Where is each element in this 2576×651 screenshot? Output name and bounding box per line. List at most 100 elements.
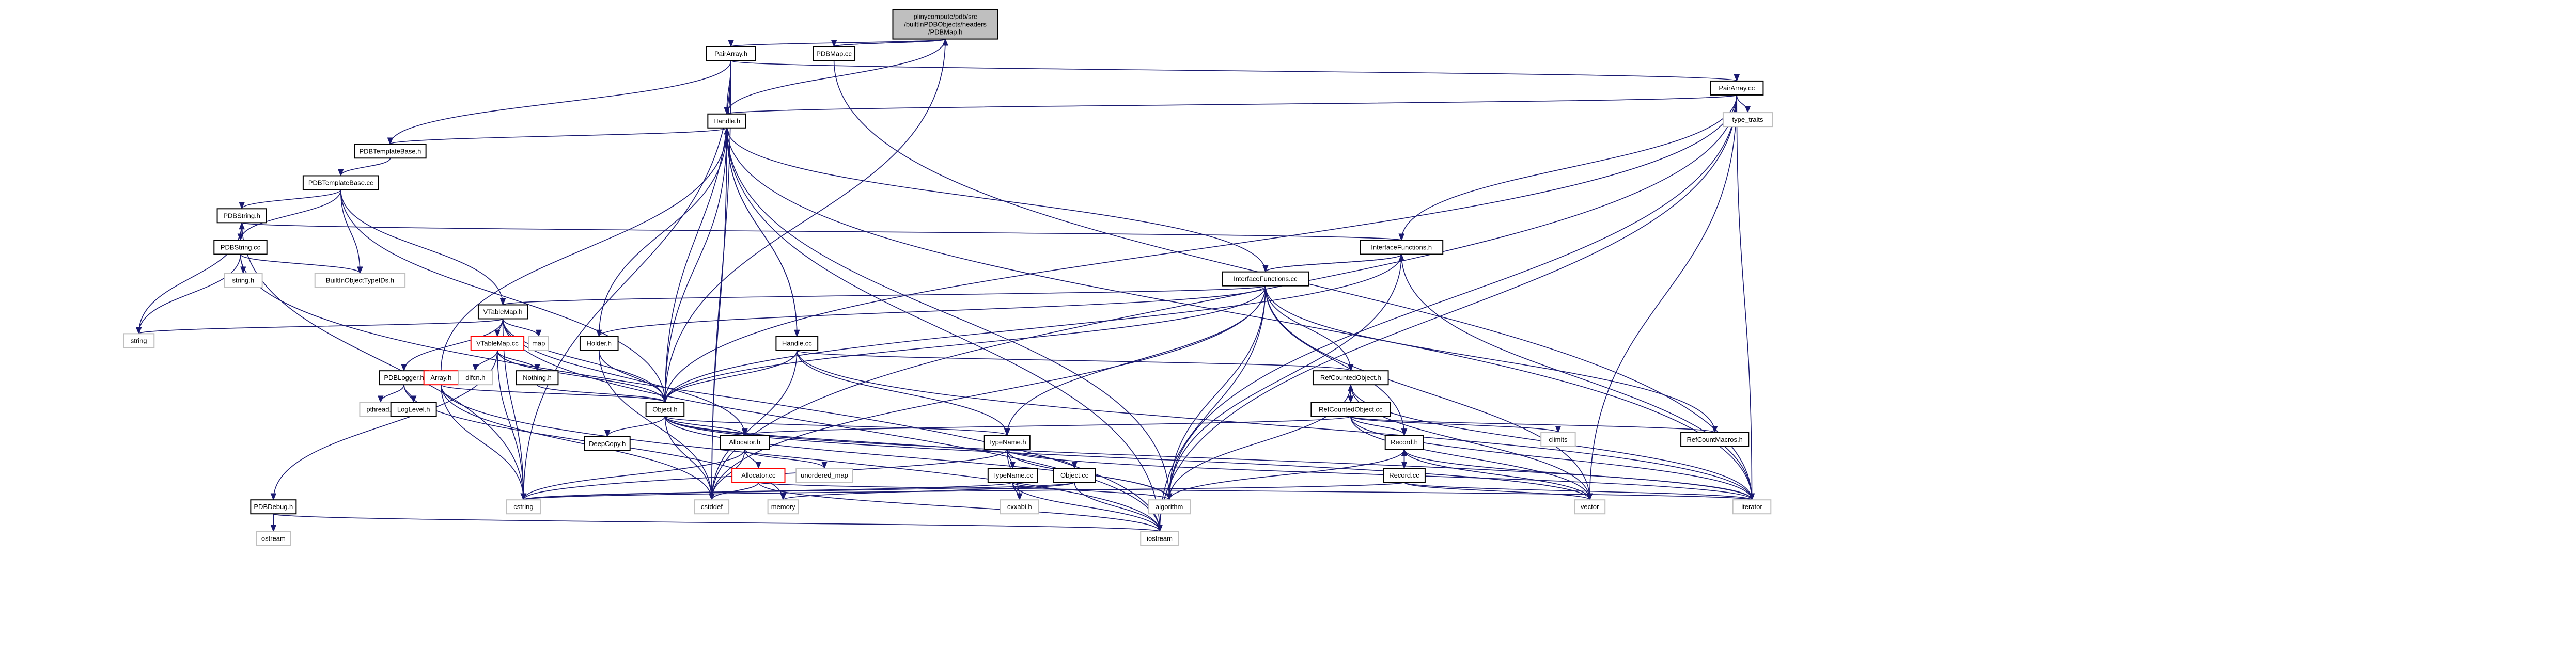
node-box <box>1722 112 1773 128</box>
node-box <box>213 240 268 255</box>
graph-node-refcountedobject-cc[interactable]: RefCountedObject.cc <box>1310 402 1391 417</box>
node-label: VTableMap.h <box>483 308 523 316</box>
edge-root-to-object-h <box>662 39 946 403</box>
edge-path <box>1157 285 1266 532</box>
graph-node-pdbstring-cc[interactable]: PDBString.cc <box>213 240 268 255</box>
node-box <box>1680 432 1750 447</box>
edge-record-h-to-iterator <box>1403 449 1755 501</box>
graph-node-typename-h[interactable]: TypeName.h <box>983 435 1031 450</box>
edge-refcountedobject-cc-to-refcountmacros-h <box>1350 416 1718 434</box>
edge-path <box>1403 482 1593 501</box>
graph-node-object-h[interactable]: Object.h <box>645 402 685 417</box>
graph-node-vector: vector <box>1574 499 1606 515</box>
graph-node-typename-cc[interactable]: TypeName.cc <box>987 468 1038 483</box>
graph-node-cstring: cstring <box>506 499 541 515</box>
edge-interfacefunctions-cc-to-typename-h <box>1004 285 1266 436</box>
graph-node-interfacefunctions-cc[interactable]: InterfaceFunctions.cc <box>1222 271 1309 287</box>
edge-pdbstring-cc-to-string <box>135 254 241 335</box>
node-label: type_traits <box>1732 116 1763 123</box>
graph-node-record-cc[interactable]: Record.cc <box>1383 468 1426 483</box>
edge-handle-h-to-algorithm <box>726 128 1173 501</box>
node-box <box>1222 271 1309 287</box>
edge-record-cc-to-vector <box>1403 482 1593 501</box>
edge-handle-cc-to-cstddef <box>709 350 798 501</box>
node-label: unordered_map <box>801 471 848 479</box>
graph-node-record-h[interactable]: Record.h <box>1384 435 1424 450</box>
node-label: LogLevel.h <box>397 405 430 413</box>
graph-node-holder-h[interactable]: Holder.h <box>579 336 619 351</box>
edge-handle-h-to-pdbtemplatebase-h <box>387 128 727 145</box>
edge-path <box>662 39 946 403</box>
edge-path <box>387 128 727 145</box>
edge-path <box>709 94 1738 501</box>
graph-node-vtablemap-cc[interactable]: VTableMap.cc <box>470 336 525 351</box>
graph-node-cstddef: cstddef <box>694 499 730 515</box>
graph-node-pdbtemplatebase-cc[interactable]: PDBTemplateBase.cc <box>302 175 379 190</box>
edge-object-h-to-cstddef <box>664 416 715 501</box>
node-box <box>458 370 493 386</box>
graph-node-string-h: string.h <box>224 273 263 288</box>
edge-path <box>497 350 527 501</box>
graph-node-pdblogger-h[interactable]: PDBLogger.h <box>379 370 429 386</box>
node-label: PDBString.cc <box>221 243 261 251</box>
edge-pairarray-h-to-pairarray-cc <box>730 60 1739 82</box>
edge-pdbstring-h-to-cstring <box>241 223 527 501</box>
node-label: Holder.h <box>587 340 612 347</box>
node-label: climits <box>1549 436 1568 443</box>
edge-path <box>598 127 730 337</box>
edge-path <box>241 222 1404 241</box>
edge-interfacefunctions-cc-to-refcountmacros-h <box>1265 285 1718 434</box>
graph-node-interfacefunctions-h[interactable]: InterfaceFunctions.h <box>1360 240 1444 255</box>
graph-node-pdbmap-cc[interactable]: PDBMap.cc <box>813 46 856 61</box>
edge-path <box>340 189 363 274</box>
edge-object-h-to-deepcopy-h <box>604 416 666 438</box>
edge-handle-cc-to-object-h <box>662 350 798 403</box>
graph-node-nothing-h[interactable]: Nothing.h <box>516 370 559 386</box>
edge-pdblogger-h-to-pthread-h <box>378 384 404 403</box>
edge-handle-cc-to-typename-h <box>797 350 1010 436</box>
graph-node-loglevel-h[interactable]: LogLevel.h <box>390 402 437 417</box>
node-box <box>256 531 291 546</box>
edge-path <box>664 416 748 436</box>
node-box <box>707 113 746 129</box>
edge-path <box>240 254 1163 532</box>
edge-path <box>1403 482 1755 501</box>
node-label: RefCountedObject.h <box>1320 374 1381 382</box>
graph-node-vtablemap-h[interactable]: VTableMap.h <box>477 304 528 320</box>
node-box <box>1732 499 1772 515</box>
edge-root-to-pairarray-h <box>728 38 946 47</box>
graph-node-pdbtemplatebase-h[interactable]: PDBTemplateBase.h <box>354 144 427 159</box>
graph-node-pdbdebug-h[interactable]: PDBDebug.h <box>250 499 297 515</box>
edge-vtablemap-cc-to-nothing-h <box>497 350 540 372</box>
graph-node-refcountedobject-h[interactable]: RefCountedObject.h <box>1312 370 1389 386</box>
graph-node-root[interactable]: plinycompute/pdb/src/builtInPDBObjects/h… <box>892 9 998 40</box>
edge-path <box>472 350 498 372</box>
node-label: Nothing.h <box>523 374 552 382</box>
node-box <box>390 402 437 417</box>
graph-node-handle-cc[interactable]: Handle.cc <box>775 336 819 351</box>
graph-node-refcountmacros-h[interactable]: RefCountMacros.h <box>1680 432 1750 447</box>
graph-node-allocator-cc[interactable]: Allocator.cc <box>731 468 786 483</box>
edge-pairarray-h-to-object-h <box>662 60 731 403</box>
edge-pdbtemplatebase-cc-to-vtablemap-h <box>340 189 506 306</box>
graph-node-array-h[interactable]: Array.h <box>423 370 459 386</box>
edge-path <box>709 482 759 501</box>
node-label: RefCountMacros.h <box>1687 436 1742 443</box>
edge-path <box>1157 94 1738 532</box>
graph-node-object-cc[interactable]: Object.cc <box>1053 468 1096 483</box>
edge-vtablemap-cc-to-dlfcn-h <box>472 350 498 372</box>
edge-path <box>273 513 1162 532</box>
graph-node-deepcopy-h[interactable]: DeepCopy.h <box>584 436 631 451</box>
graph-node-allocator-h[interactable]: Allocator.h <box>720 435 770 450</box>
edge-path <box>596 285 1266 338</box>
graph-node-pairarray-h[interactable]: PairArray.h <box>706 46 756 61</box>
graph-node-pdbstring-h[interactable]: PDBString.h <box>216 208 267 224</box>
edge-refcountedobject-cc-to-climits <box>1350 416 1561 434</box>
edge-path <box>240 254 363 274</box>
edge-path <box>742 416 1351 436</box>
graph-node-handle-h[interactable]: Handle.h <box>707 113 746 129</box>
graph-node-pairarray-cc[interactable]: PairArray.cc <box>1710 80 1764 96</box>
edge-pairarray-cc-to-algorithm <box>1166 94 1738 501</box>
node-box <box>579 336 619 351</box>
edge-path <box>136 318 504 335</box>
